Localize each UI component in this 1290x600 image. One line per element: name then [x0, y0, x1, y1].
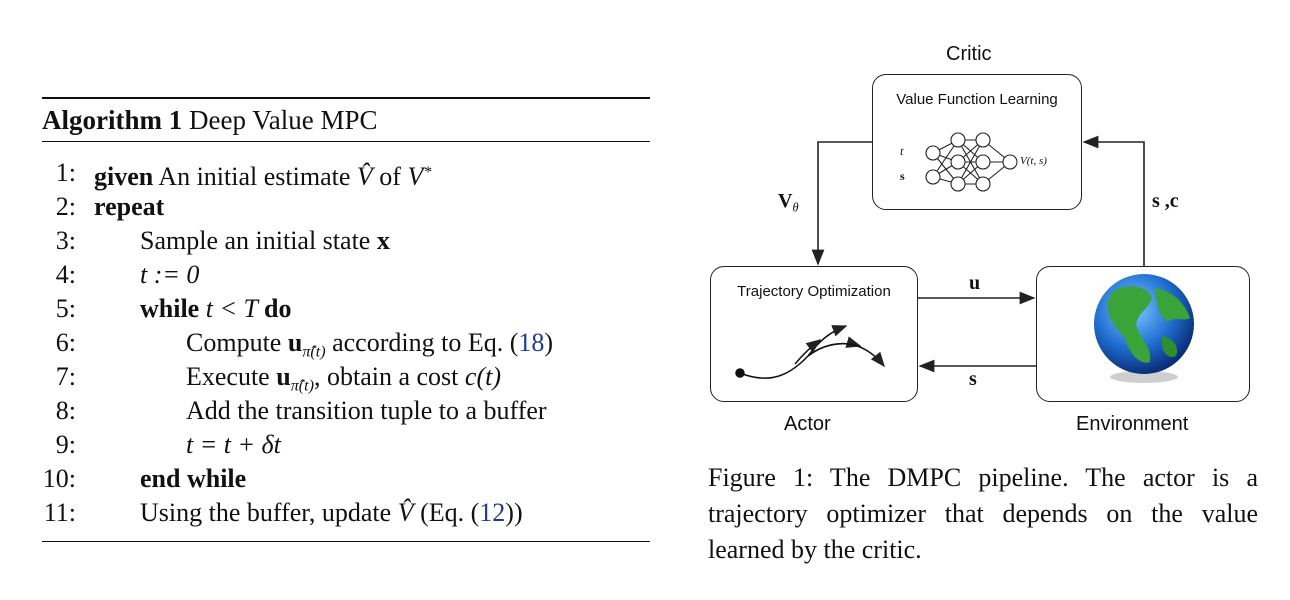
nn-output-label: V(t, s) — [1020, 155, 1047, 167]
earth-globe-icon — [1094, 274, 1194, 383]
algorithm-line: 3: Sample an initial state x — [42, 224, 650, 258]
algorithm-title: Algorithm 1 Deep Value MPC — [42, 99, 650, 141]
line-math: t < T — [199, 294, 264, 323]
figure-caption: Figure 1: The DMPC pipeline. The actor i… — [708, 463, 1258, 564]
algorithm-line: 7: Execute uπ̂(t), obtain a cost c(t) — [42, 360, 650, 395]
line-kw2: do — [264, 294, 292, 323]
line-body: t = t + δt — [186, 428, 281, 462]
line-t2: of — [372, 162, 408, 192]
line-m2: V — [407, 162, 424, 192]
algorithm-top-rule — [42, 97, 650, 99]
line-number: 8: — [55, 396, 76, 425]
dmpc-pipeline-diagram: Critic Value Function Learning Trajector… — [700, 40, 1270, 450]
line-bm: u — [276, 362, 291, 391]
edge-label-u: u — [969, 272, 981, 294]
line-m1: V̂ — [356, 162, 373, 192]
algorithm-line: 6: Compute uπ̂(t) according to Eq. (18) — [42, 326, 650, 361]
line-sub: π̂(t) — [290, 377, 314, 395]
algorithm-line: 8: Add the transition tuple to a buffer — [42, 394, 650, 428]
environment-title: Environment — [1076, 413, 1189, 435]
edge-label-s: s — [969, 368, 977, 390]
algorithm-lines: 1: given An initial estimate V̂ of V* 2: re… — [42, 142, 650, 532]
line-ref: 12 — [479, 498, 506, 527]
arrow-v-theta — [811, 141, 872, 266]
line-body: Execute uπ̂(t), obtain a cost c(t) — [186, 360, 501, 404]
edge-label-v-theta: Vθ — [778, 190, 799, 215]
line-text3: ) — [544, 328, 554, 357]
critic-box-label: Value Function Learning — [896, 91, 1058, 108]
line-text: Execute — [186, 362, 277, 391]
arrow-s-c — [1082, 135, 1145, 266]
algorithm-bottom-rule — [42, 541, 650, 542]
line-m1: V̂ — [397, 498, 414, 527]
line-text2: (Eq. ( — [413, 498, 480, 527]
line-math: t := 0 — [140, 260, 200, 289]
line-text: Compute — [186, 328, 288, 357]
algorithm-line: 9: t = t + δt — [42, 428, 650, 462]
line-number: 4: — [55, 260, 76, 289]
actor-box-label: Trajectory Optimization — [737, 283, 891, 300]
line-bm: u — [287, 328, 303, 357]
nn-input-s-label: s — [900, 169, 905, 183]
line-bm: x — [376, 226, 390, 255]
line-body: t := 0 — [140, 258, 199, 292]
line-number: 3: — [55, 226, 76, 255]
line-text3: )) — [505, 498, 523, 527]
line-body: repeat — [94, 190, 164, 224]
line-number: 6: — [55, 328, 76, 357]
edge-label-theta: θ — [792, 200, 799, 215]
line-body: end while — [140, 462, 246, 496]
line-sub: π̂(t) — [302, 343, 326, 361]
line-body: Compute uπ̂(t) according to Eq. (18) — [186, 326, 553, 370]
line-number: 2: — [55, 192, 76, 221]
line-body: given An initial estimate V̂ of V* — [94, 156, 431, 194]
algorithm-block: Algorithm 1 Deep Value MPC 1: given An in… — [42, 97, 650, 532]
algorithm-line: 11: Using the buffer, update V̂ (Eq. (12)… — [42, 496, 650, 530]
line-number: 5: — [55, 294, 76, 323]
edge-label-v: V — [778, 190, 793, 212]
line-kw: given — [94, 162, 154, 192]
line-body: while t < T do — [140, 292, 291, 326]
line-number: 7: — [55, 362, 76, 391]
line-body: Add the transition tuple to a buffer — [186, 394, 547, 428]
edge-label-s-c: s ,c — [1152, 190, 1179, 212]
line-body: Using the buffer, update V̂ (Eq. (12)) — [140, 496, 523, 530]
actor-box: Trajectory Optimization — [710, 266, 918, 402]
algorithm-line: 2: repeat — [42, 190, 650, 224]
critic-title: Critic — [946, 43, 992, 65]
line-number: 1: — [55, 158, 76, 187]
neural-network-icon — [925, 132, 1018, 192]
line-number: 9: — [55, 430, 76, 459]
line-text: Add the transition tuple to a buffer — [186, 396, 547, 425]
algorithm-title-text: Deep Value MPC — [182, 105, 378, 135]
algorithm-line: 10: end while — [42, 462, 650, 496]
line-body: Sample an initial state x — [140, 224, 390, 258]
line-kw: while — [140, 294, 200, 323]
trajectory-icon — [735, 325, 885, 379]
algorithm-line: 5: while t < T do — [42, 292, 650, 326]
line-math: t = t + δt — [186, 430, 281, 459]
line-ref: 18 — [518, 328, 545, 357]
line-text: Using the buffer, update — [140, 498, 398, 527]
line-text: An initial estimate — [153, 162, 357, 192]
line-number: 10: — [42, 464, 76, 493]
line-kw: end while — [140, 464, 247, 493]
line-math: c(t) — [464, 362, 501, 391]
algorithm-line: 1: given An initial estimate V̂ of V* — [42, 156, 650, 191]
line-sup: * — [423, 164, 432, 181]
diagram-connections — [735, 132, 1194, 383]
line-text: Sample an initial state — [140, 226, 377, 255]
line-number: 11: — [43, 498, 76, 527]
algorithm-title-bold: Algorithm 1 — [42, 105, 183, 135]
line-text2: , obtain a cost — [313, 362, 465, 391]
actor-title: Actor — [784, 413, 831, 435]
algorithm-title-rule — [42, 141, 650, 142]
line-text2: according to Eq. ( — [325, 328, 519, 357]
algorithm-line: 4: t := 0 — [42, 258, 650, 292]
line-kw: repeat — [94, 192, 165, 221]
nn-input-t-label: t — [900, 144, 904, 158]
